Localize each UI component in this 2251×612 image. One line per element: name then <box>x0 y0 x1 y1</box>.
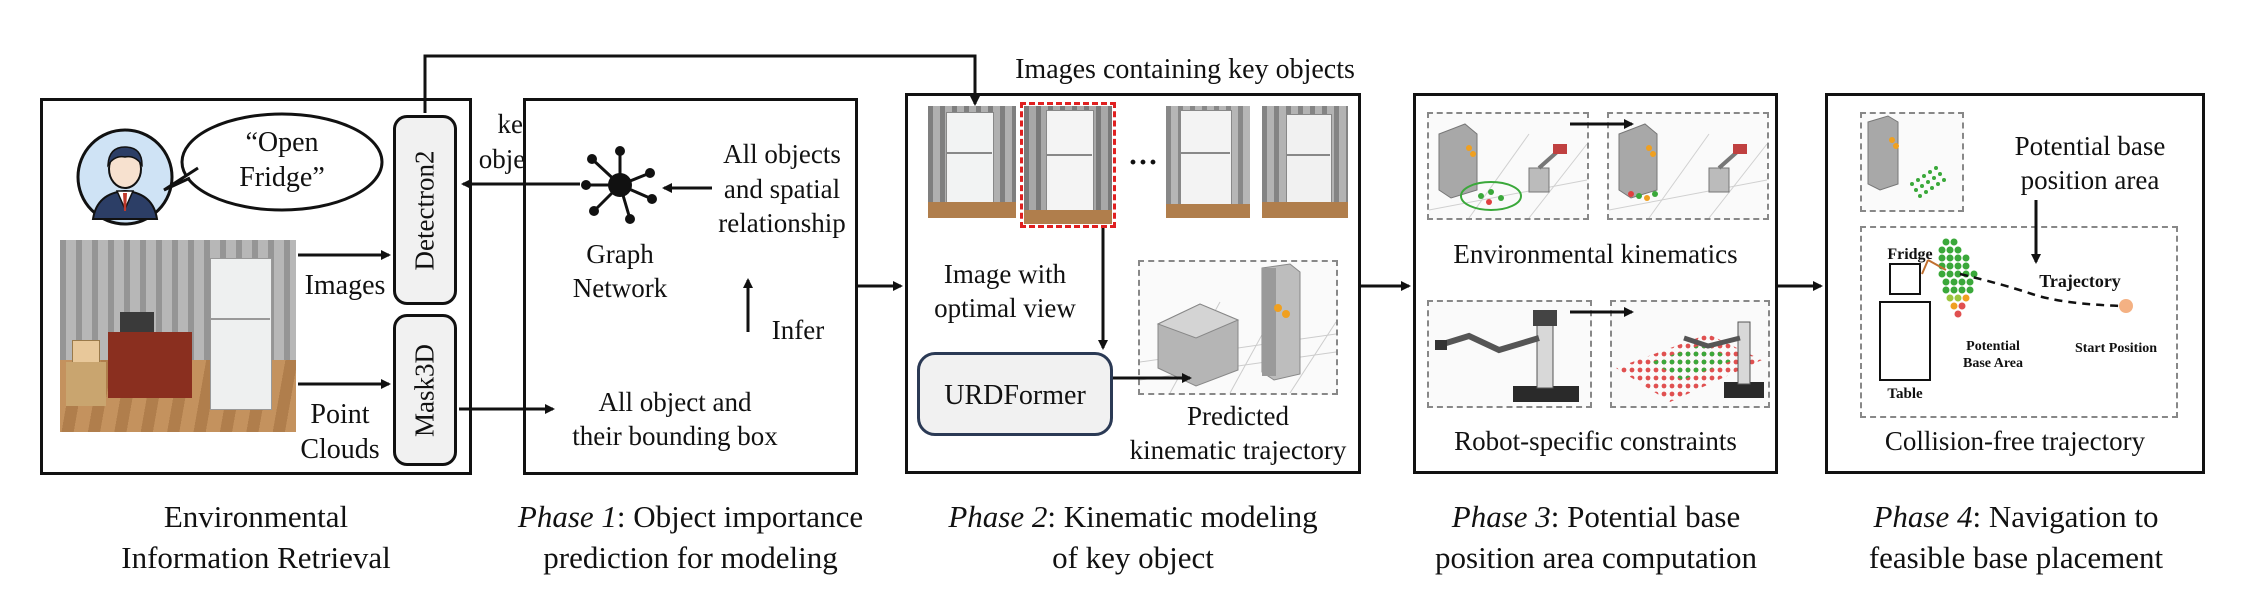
caption-phase1: Phase 1: Object importance prediction fo… <box>478 497 903 579</box>
point-clouds-label: Point Clouds <box>300 399 380 465</box>
table-label: Table <box>1887 386 1923 402</box>
top-label: Images containing key objects <box>1015 54 1355 85</box>
caption-phase4-text: : Navigation to feasible base placement <box>1868 499 2164 575</box>
fridge-image-3 <box>1166 106 1250 218</box>
trajectory-map-drawing <box>1879 238 2133 381</box>
kinematic-render-drawing <box>1140 263 1336 393</box>
predicted-trajectory-label: Predicted kinematic trajectory <box>1129 401 1347 465</box>
start-position-label: Start Position <box>2074 341 2158 356</box>
caption-phase4-tag: Phase 4 <box>1873 499 1973 534</box>
caption-retrieval: Environmental Information Retrieval <box>121 499 391 575</box>
caption-phase2-tag: Phase 2 <box>948 499 1048 534</box>
speech-text: “Open Fridge” <box>239 127 325 193</box>
bounding-box-label: All object and their bounding box <box>572 387 778 451</box>
robot-drawing-1 <box>1435 310 1579 402</box>
all-objects-spatial: All objects and spatial relationship <box>718 139 846 239</box>
caption-phase1-tag: Phase 1 <box>517 499 617 534</box>
potential-area-label: Potential base position area <box>2014 131 2166 195</box>
speech-bubble <box>163 112 384 212</box>
fridge-image-1 <box>928 106 1016 218</box>
potential-area-drawing <box>1867 115 1946 198</box>
urdformer-box <box>917 352 1113 436</box>
urdformer-label: URDFormer <box>944 380 1086 411</box>
mask3d-box <box>393 314 457 466</box>
detectron2-box <box>393 115 457 305</box>
caption-phase3-text: : Potential base position area computati… <box>1435 499 1757 575</box>
trajectory-map <box>1860 226 2178 418</box>
graph-network-icon <box>581 146 657 224</box>
ellipsis: ··· <box>1127 146 1158 179</box>
potential-base-label: Potential Base Area <box>1962 339 2023 371</box>
graph-network-label: Graph Network <box>572 239 668 303</box>
phase1-panel <box>523 98 858 475</box>
room-photo <box>60 240 296 432</box>
person-avatar-icon <box>76 128 174 226</box>
caption-phase3-tag: Phase 3 <box>1451 499 1551 534</box>
fridge-image-optimal <box>1024 106 1112 224</box>
caption-phase4: Phase 4: Navigation to feasible base pla… <box>1812 497 2220 579</box>
fridge-image-4 <box>1262 106 1348 218</box>
caption-phase1-text: : Object importance prediction for model… <box>543 499 864 575</box>
env-kinematics-drawing-1 <box>1429 123 1587 218</box>
trajectory-label: Trajectory <box>2039 271 2121 291</box>
env-kinematics-label: Environmental kinematics <box>1453 239 1738 269</box>
robot-constraints-label: Robot-specific constraints <box>1454 426 1737 456</box>
infer-label: Infer <box>771 315 825 345</box>
caption-phase2-text: : Kinematic modeling of key object <box>1047 499 1318 575</box>
caption-phase2: Phase 2: Kinematic modeling of key objec… <box>905 497 1361 579</box>
env-kinematics-drawing-2 <box>1609 123 1767 218</box>
optimal-view-label: Image with optimal view <box>934 259 1076 323</box>
fridge-label: Fridge <box>1887 246 1933 263</box>
collision-free-label: Collision-free trajectory <box>1884 426 2146 456</box>
caption-phase3: Phase 3: Potential base position area co… <box>1400 497 1792 579</box>
robot-drawing-2 <box>1616 321 1764 402</box>
optimal-view-highlight <box>1020 102 1116 228</box>
images-label: Images <box>304 270 386 301</box>
